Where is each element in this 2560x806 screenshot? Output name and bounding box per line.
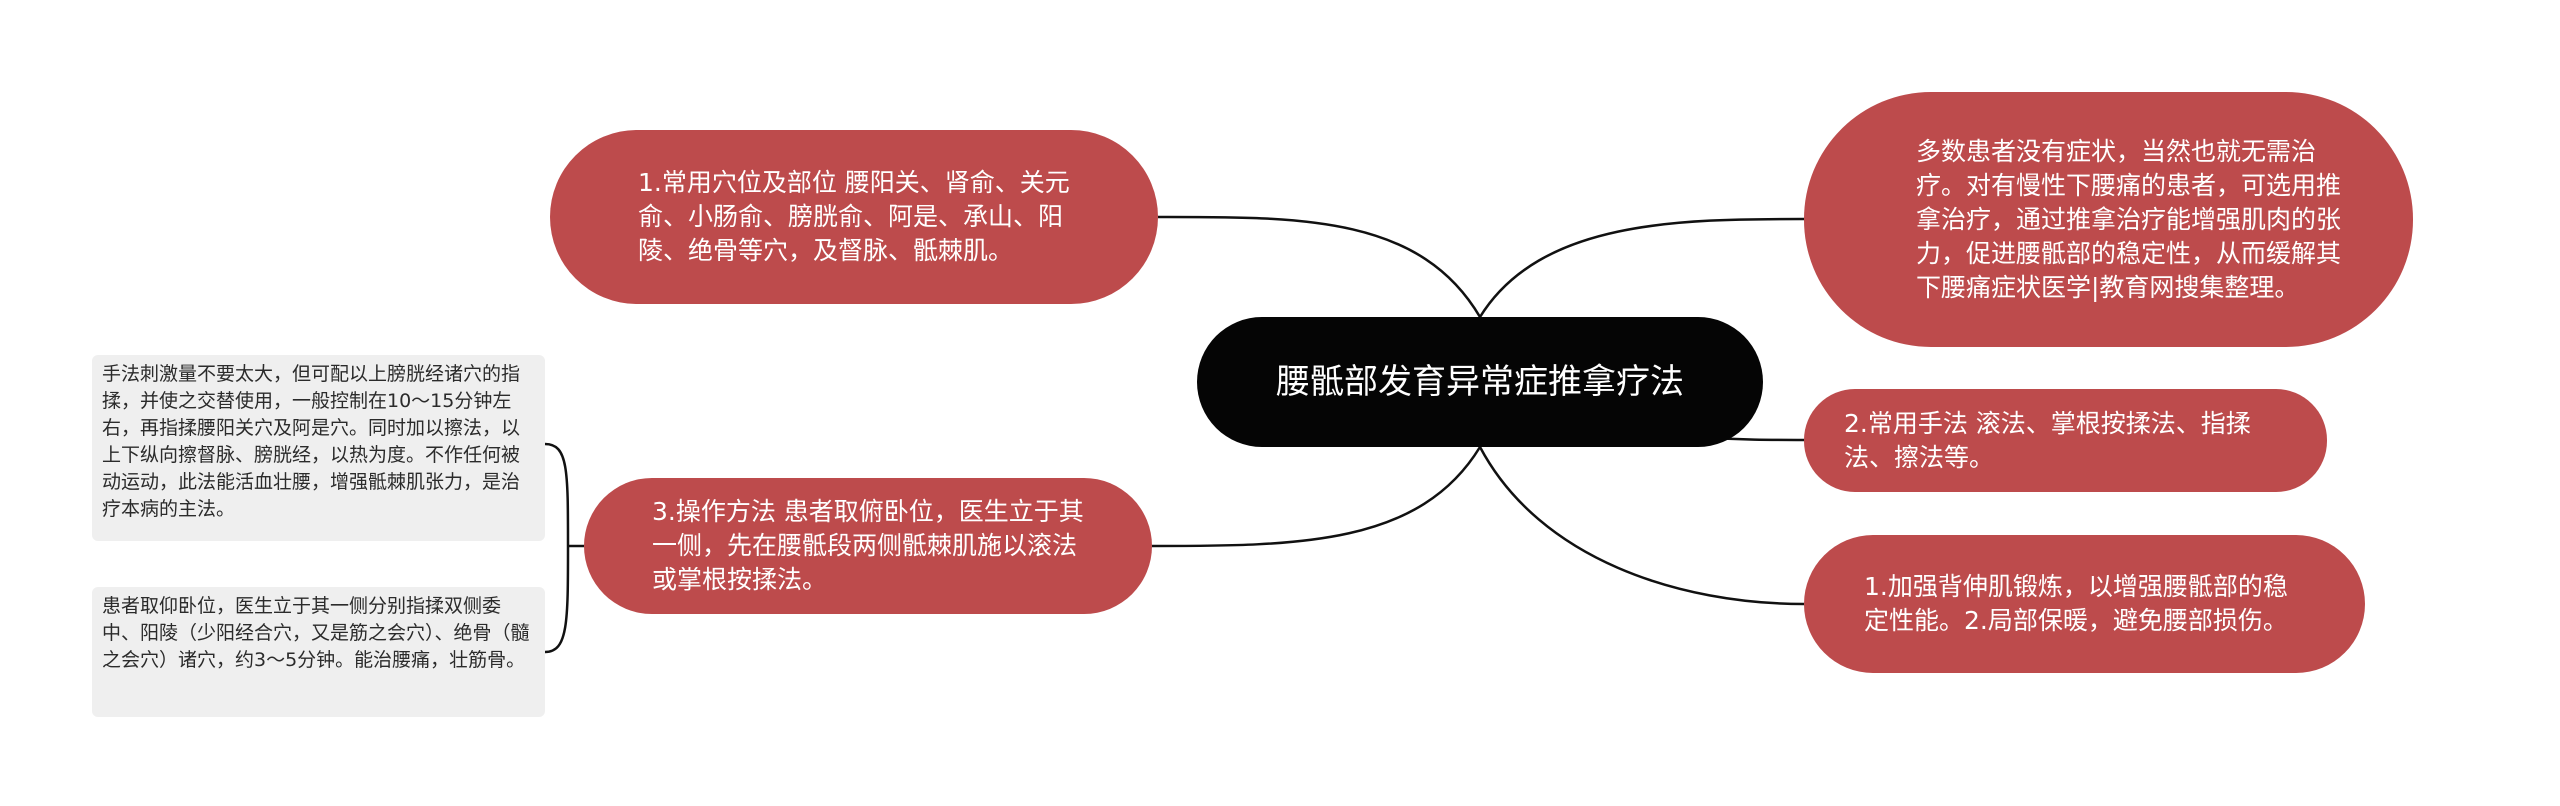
node-operation-label: 3.操作方法 患者取俯卧位，医生立于其一侧，先在腰骶段两侧骶棘肌施以滚法或掌根按… — [652, 497, 1084, 594]
node-acupoints[interactable]: 1.常用穴位及部位 腰阳关、肾俞、关元俞、小肠俞、膀胱俞、阿是、承山、阳陵、绝骨… — [550, 130, 1158, 304]
node-operation[interactable]: 3.操作方法 患者取俯卧位，医生立于其一侧，先在腰骶段两侧骶棘肌施以滚法或掌根按… — [584, 478, 1152, 614]
node-acupoints-label: 1.常用穴位及部位 腰阳关、肾俞、关元俞、小肠俞、膀胱俞、阿是、承山、阳陵、绝骨… — [638, 168, 1070, 265]
detail-note-2-text: 患者取仰卧位，医生立于其一侧分别指揉双侧委中、阳陵（少阳经合穴，又是筋之会穴）、… — [102, 595, 530, 671]
node-techniques-label: 2.常用手法 滚法、掌根按揉法、指揉法、擦法等。 — [1844, 408, 2251, 472]
central-topic[interactable]: 腰骶部发育异常症推拿疗法 — [1197, 317, 1763, 447]
detail-note-1-text: 手法刺激量不要太大，但可配以上膀胱经诸穴的指揉，并使之交替使用，一般控制在10～… — [102, 363, 521, 520]
node-prevention-label: 1.加强背伸肌锻炼，以增强腰骶部的稳定性能。2.局部保暖，避免腰部损伤。 — [1864, 572, 2288, 635]
central-topic-label: 腰骶部发育异常症推拿疗法 — [1276, 361, 1684, 402]
connector-center-to-acupoints — [1157, 215, 1482, 318]
connector-center-to-treatment — [1478, 217, 1805, 318]
connector-center-to-prevention — [1478, 446, 1805, 606]
connector-center-to-operation — [1151, 446, 1482, 548]
detail-note-1[interactable]: 手法刺激量不要太大，但可配以上膀胱经诸穴的指揉，并使之交替使用，一般控制在10～… — [92, 355, 545, 541]
node-treatment[interactable]: 多数患者没有症状，当然也就无需治疗。对有慢性下腰痛的患者，可选用推拿治疗，通过推… — [1804, 92, 2413, 347]
bracket-notes — [544, 442, 570, 654]
node-treatment-label: 多数患者没有症状，当然也就无需治疗。对有慢性下腰痛的患者，可选用推拿治疗，通过推… — [1916, 136, 2342, 302]
detail-note-2[interactable]: 患者取仰卧位，医生立于其一侧分别指揉双侧委中、阳陵（少阳经合穴，又是筋之会穴）、… — [92, 587, 545, 717]
node-prevention[interactable]: 1.加强背伸肌锻炼，以增强腰骶部的稳定性能。2.局部保暖，避免腰部损伤。 — [1804, 535, 2365, 673]
node-techniques[interactable]: 2.常用手法 滚法、掌根按揉法、指揉法、擦法等。 — [1804, 389, 2327, 492]
